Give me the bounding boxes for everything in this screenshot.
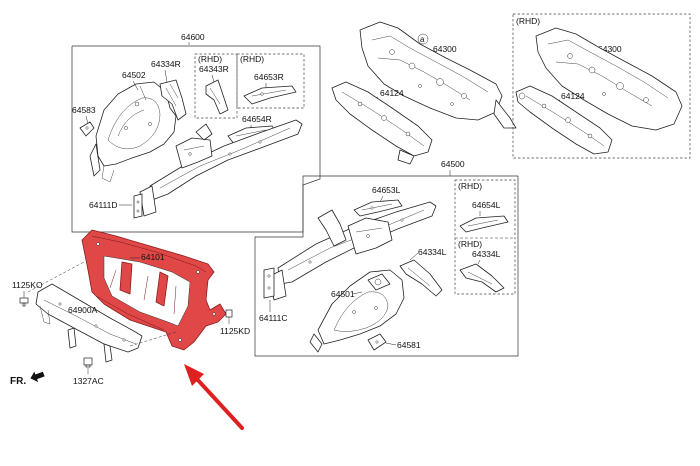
leader-64501 xyxy=(352,291,363,295)
box-64500 xyxy=(254,175,519,357)
group-64500: 64500 64653L 64111C xyxy=(254,159,519,357)
label-64111C: 64111C xyxy=(259,313,288,323)
rhd-label-64334L: (RHD) xyxy=(458,239,482,249)
label-64600: 64600 xyxy=(181,32,205,42)
rhd-label-64653R: (RHD) xyxy=(240,54,264,64)
marker-a-text: a xyxy=(420,35,425,44)
label-64654L: 64654L xyxy=(472,200,501,210)
part-64653R[interactable] xyxy=(243,85,297,105)
part-64124-rhd[interactable] xyxy=(515,85,613,155)
label-64581: 64581 xyxy=(397,340,421,350)
leader-64502 xyxy=(132,80,139,91)
part-64334L[interactable] xyxy=(399,259,443,297)
bolt-1125KO[interactable] xyxy=(19,297,29,307)
align-line-1 xyxy=(27,261,85,293)
front-arrow-icon xyxy=(30,371,45,382)
part-64583[interactable] xyxy=(79,121,95,137)
highlight-arrow-icon xyxy=(184,364,244,430)
label-64900A: 64900A xyxy=(68,305,98,315)
label-64583: 64583 xyxy=(72,105,96,115)
align-line-2 xyxy=(129,331,177,347)
label-1327AC: 1327AC xyxy=(73,376,104,386)
part-64900A[interactable] xyxy=(35,283,143,363)
part-64653L[interactable] xyxy=(353,199,403,217)
label-64500: 64500 xyxy=(441,159,465,169)
rhd-box-dash-panel xyxy=(512,13,691,159)
leader-64334L-rhd xyxy=(477,259,481,265)
rhd-box-64653R xyxy=(236,53,305,109)
part-64300[interactable] xyxy=(359,21,517,129)
label-64300: 64300 xyxy=(433,44,457,54)
part-front-side-member-lh[interactable] xyxy=(269,201,437,301)
part-64334R[interactable] xyxy=(159,79,187,121)
label-64653R: 64653R xyxy=(254,72,284,82)
label-64334L: 64334L xyxy=(418,247,447,257)
rhd-label-64654L: (RHD) xyxy=(458,181,482,191)
part-64343R[interactable] xyxy=(205,79,229,115)
label-1125KD: 1125KD xyxy=(220,326,250,336)
group-64300: 64300 a 64124 xyxy=(331,21,517,165)
part-64124[interactable] xyxy=(331,81,433,165)
label-64101: 64101 xyxy=(141,252,165,262)
rhd-box-64343R xyxy=(194,53,238,119)
group-64300-rhd: (RHD) 64300 64124 xyxy=(512,13,691,159)
part-64502[interactable] xyxy=(89,81,177,183)
rhd-box-64654L-64334L xyxy=(454,179,516,295)
part-64111D[interactable] xyxy=(133,193,143,219)
label-64111D: 64111D xyxy=(89,200,118,210)
label-64501: 64501 xyxy=(331,289,355,299)
part-64654L[interactable] xyxy=(459,215,509,233)
part-64581[interactable] xyxy=(367,333,387,351)
label-64653L: 64653L xyxy=(372,185,401,195)
part-64111C[interactable] xyxy=(263,267,275,299)
leader-64581 xyxy=(385,342,397,346)
part-front-side-member-rh[interactable] xyxy=(139,119,303,217)
label-64124-rhd: 64124 xyxy=(561,91,585,101)
rhd-label-64343R: (RHD) xyxy=(198,54,222,64)
leader-64343R xyxy=(211,74,215,83)
label-64343R: 64343R xyxy=(199,64,229,74)
leader-64334R xyxy=(164,69,168,83)
label-1125KO: 1125KO xyxy=(12,280,43,290)
label-64300-rhd: 64300 xyxy=(598,44,622,54)
marker-circle-a xyxy=(417,33,429,45)
label-64334R: 64334R xyxy=(151,59,181,69)
part-64501[interactable] xyxy=(309,269,405,353)
label-64124: 64124 xyxy=(380,88,404,98)
part-64300-rhd[interactable] xyxy=(535,27,683,131)
nut-1327AC[interactable] xyxy=(83,357,93,368)
label-64334L-rhd: 64334L xyxy=(472,249,501,259)
label-64654R: 64654R xyxy=(242,114,272,124)
rhd-label-dash: (RHD) xyxy=(516,16,540,26)
front-indicator-label: FR. xyxy=(10,376,26,387)
part-64334L-rhd[interactable] xyxy=(459,263,505,293)
label-64502: 64502 xyxy=(122,70,146,80)
leader-64334L xyxy=(409,252,419,261)
leader-64583 xyxy=(85,115,89,125)
bolt-1125KD[interactable] xyxy=(225,309,233,324)
group-64600: 64600 64502 64334R 64583 xyxy=(71,32,321,233)
